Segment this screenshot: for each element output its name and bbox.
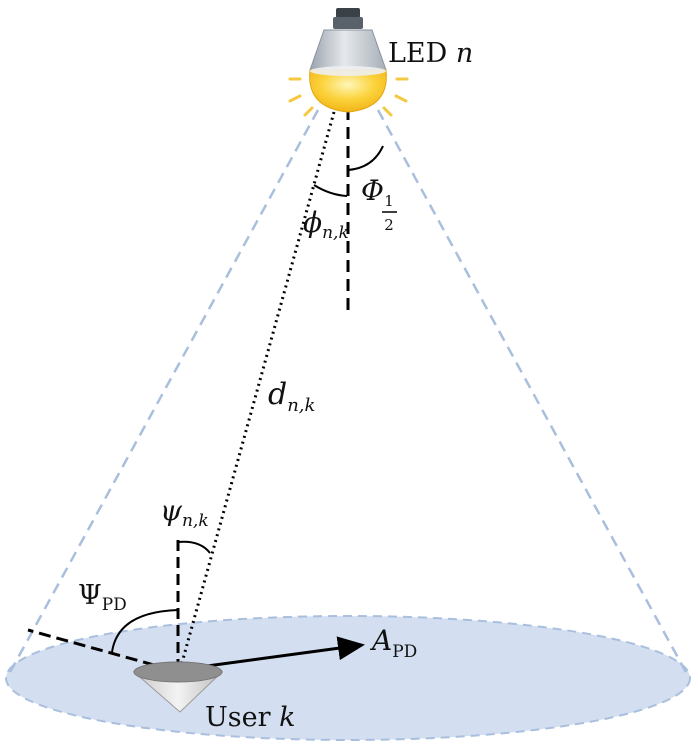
incidence-angle-label: ψn,k bbox=[160, 494, 209, 531]
half-angle-numerator: 1 bbox=[384, 192, 394, 210]
distance-label: dn,k bbox=[268, 377, 315, 416]
incidence-angle-arc bbox=[177, 540, 211, 554]
half-angle-label: Φ bbox=[361, 174, 384, 207]
photodetector-icon bbox=[132, 661, 224, 713]
distance-line bbox=[178, 111, 336, 671]
led-label: LED n bbox=[388, 38, 473, 69]
area-arrow bbox=[184, 636, 365, 671]
area-label: APD bbox=[369, 624, 417, 662]
fov-angle-arc bbox=[111, 609, 179, 653]
led-lamp-icon bbox=[288, 8, 409, 117]
fov-label: ΨPD bbox=[78, 580, 127, 615]
half-angle-denominator: 2 bbox=[384, 216, 394, 234]
half-angle-arc bbox=[347, 145, 384, 171]
cone-edge-right bbox=[376, 109, 690, 677]
coverage-floor bbox=[5, 615, 691, 741]
irradiance-angle-label: ϕn,k bbox=[303, 206, 349, 243]
user-label: User k bbox=[205, 702, 295, 733]
irradiance-angle-arc bbox=[313, 184, 348, 197]
fov-boundary-line bbox=[27, 628, 173, 672]
